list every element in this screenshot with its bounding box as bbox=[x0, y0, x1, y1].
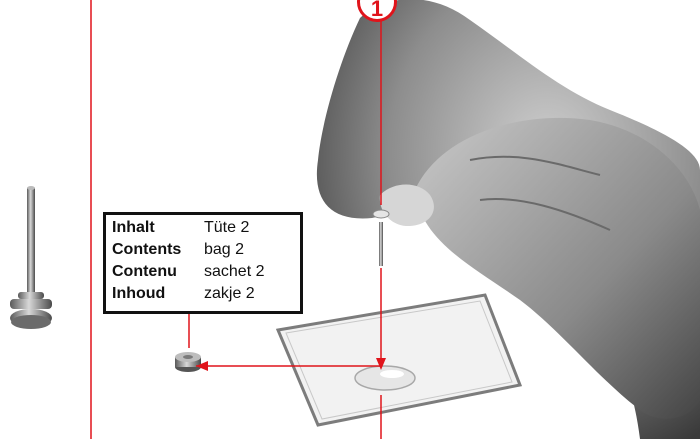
fingers-photo bbox=[316, 0, 700, 439]
contents-value: bag 2 bbox=[204, 241, 245, 258]
contents-box: Inhalt Tüte 2 Contents bag 2 Contenu sachet… bbox=[103, 212, 303, 314]
contents-row-fr: Contenu sachet 2 bbox=[112, 263, 264, 281]
contents-row-en: Contents bag 2 bbox=[112, 241, 244, 259]
contents-row-nl: Inhoud zakje 2 bbox=[112, 285, 255, 303]
contents-label: Contents bbox=[112, 241, 182, 258]
contents-label: Inhalt bbox=[112, 219, 155, 236]
contents-value: zakje 2 bbox=[204, 285, 255, 302]
contents-row-de: Inhalt Tüte 2 bbox=[112, 219, 249, 237]
contents-label: Inhoud bbox=[112, 285, 166, 302]
contents-label: Contenu bbox=[112, 263, 177, 280]
glass-slide-photo bbox=[275, 293, 523, 427]
callout-lines bbox=[188, 20, 386, 439]
bolt-part-photo bbox=[175, 352, 201, 372]
contents-value: sachet 2 bbox=[204, 263, 265, 280]
step-number-badge: 1 bbox=[357, 0, 397, 22]
pin-part-illustration bbox=[10, 186, 52, 329]
contents-value: Tüte 2 bbox=[204, 219, 250, 236]
held-pin bbox=[372, 209, 390, 266]
